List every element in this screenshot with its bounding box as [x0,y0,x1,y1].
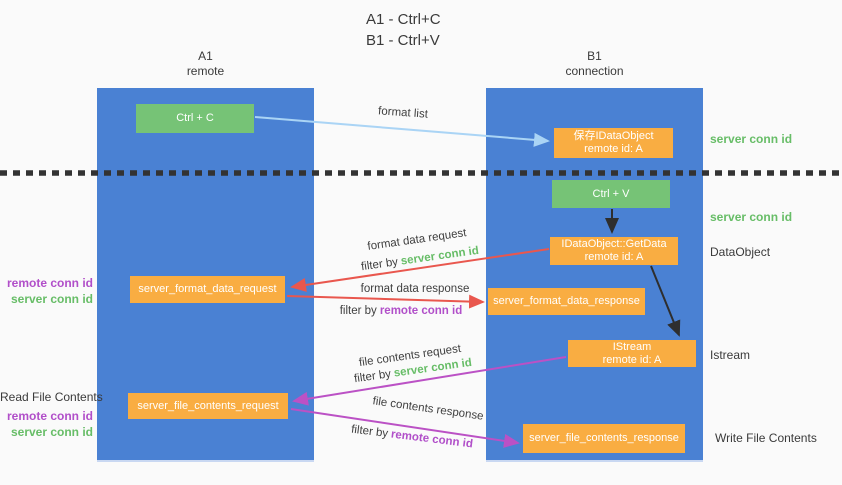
conn-id-labels-file: remote conn id server conn id [0,408,93,440]
format-data-response-arrow [286,294,485,309]
server-conn-id-label-top-right: server conn id [710,132,793,146]
remote-conn-id-label-format: remote conn id [6,276,93,290]
read-file-contents-label: Read File Contents [0,390,103,404]
lifeline-header-b1: B1 connection [486,49,703,79]
istream-remote-id: remote id: A [602,353,662,366]
filter-by-text: filter by [350,423,389,441]
lifeline-b1-subtitle: connection [565,64,624,78]
ctrl-v-label: Ctrl + V [592,187,630,200]
idataobject-getdata-node: IDataObject::GetData remote id: A [550,237,678,265]
format-data-response-arrow-label: format data response [360,283,470,295]
istream-side-label: Istream [710,348,751,362]
filter-by-text: filter by [339,305,377,317]
istream-node: IStream remote id: A [568,340,696,367]
file-contents-response-arrow-label: file contents response [371,395,485,423]
server-file-contents-request-label: server_file_contents_request [137,399,279,412]
server-format-data-response-node: server_format_data_response [488,288,645,315]
save-idataobject-title: 保存IDataObject [573,130,654,142]
server-conn-id-label-file: server conn id [10,425,93,439]
server-format-data-request-label: server_format_data_request [138,283,277,295]
server-format-data-request-node: server_format_data_request [130,276,285,303]
lifeline-a1-subtitle: remote [186,64,225,78]
format-list-arrow-label: format list [377,105,429,121]
server-file-contents-response-node: server_file_contents_response [523,424,685,453]
ctrl-c-label: Ctrl + C [176,112,214,124]
server-file-contents-request-node: server_file_contents_request [128,393,288,419]
dataobject-label: DataObject [710,245,771,259]
server-conn-id-label-format: server conn id [10,292,93,306]
ctrl-c-node: Ctrl + C [136,104,254,133]
lifeline-header-a1: A1 remote [97,49,314,79]
server-file-contents-response-label: server_file_contents_response [529,432,679,444]
save-idataobject-remote-id: remote id: A [584,143,643,155]
lifeline-a1-name: A1 [198,49,213,63]
remote-conn-id-text: remote conn id [390,428,474,451]
diagram-title: A1 - Ctrl+C B1 - Ctrl+V [366,9,441,51]
server-conn-id-label-mid-right: server conn id [710,210,793,224]
filter-by-text: filter by [353,368,392,386]
istream-title: IStream [612,340,652,353]
server-format-data-response-label: server_format_data_response [493,295,640,307]
save-idataobject-node: 保存IDataObject remote id: A [554,128,673,158]
lifeline-b1-name: B1 [587,49,602,63]
title-line-b1: B1 - Ctrl+V [366,32,440,49]
getdata-title: IDataObject::GetData [561,238,667,250]
remote-conn-id-label-file: remote conn id [6,409,93,423]
write-file-contents-label: Write File Contents [715,431,817,445]
ctrl-v-node: Ctrl + V [552,180,670,208]
getdata-remote-id: remote id: A [584,251,644,263]
filter-by-text: filter by [360,256,399,274]
conn-id-labels-format: remote conn id server conn id [0,275,93,307]
remote-conn-id-text: remote conn id [379,305,463,317]
server-conn-id-text: server conn id [400,244,480,268]
title-line-a1: A1 - Ctrl+C [366,11,441,28]
